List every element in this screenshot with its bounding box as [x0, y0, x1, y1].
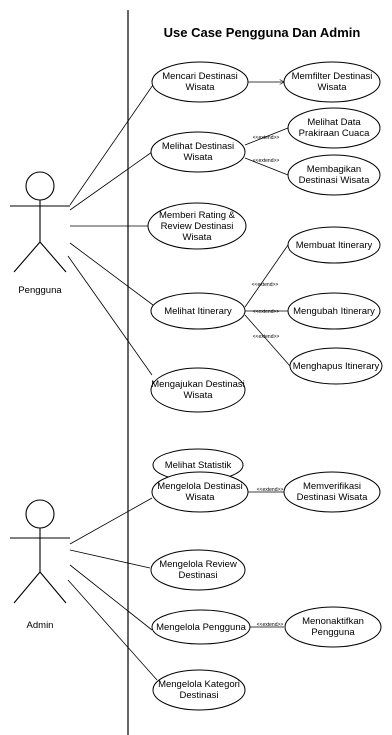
- rel-extend-prakiraan: [244, 127, 289, 146]
- uc-melihat-destinasi[interactable]: [150, 131, 246, 173]
- uc-melihat-statistik-label: Melihat Statistik: [165, 460, 232, 471]
- actor-pengguna: Pengguna: [10, 171, 70, 296]
- uc-melihat-itinerary-label: Melihat Itinerary: [164, 306, 232, 317]
- pengguna-associations: [67, 81, 156, 376]
- uc-mengelola-review[interactable]: [150, 549, 246, 591]
- actor-admin: Admin: [10, 499, 70, 631]
- extend-label-menonaktifkan: <<extend>>: [257, 622, 284, 628]
- assoc-pengguna-mengajukan: [67, 255, 153, 376]
- assoc-pengguna-melihat-destinasi: [69, 151, 153, 211]
- uc-membuat-itinerary-label: Membuat Itinerary: [296, 240, 373, 251]
- uc-melihat-itinerary[interactable]: [150, 292, 246, 330]
- uc-mengubah-itinerary[interactable]: [287, 292, 381, 330]
- extend-label-memverifikasi: <<extend>>: [257, 487, 284, 493]
- assoc-pengguna-itinerary: [69, 242, 154, 306]
- extend-label-mengubah: <<extend>>: [253, 309, 280, 315]
- uc-membuat-itinerary[interactable]: [287, 226, 381, 264]
- actor-admin-label: Admin: [27, 620, 54, 631]
- assoc-admin-kategori: [67, 579, 158, 681]
- uc-memberi-rating[interactable]: [147, 202, 247, 250]
- uc-menonaktifkan-pengguna[interactable]: [284, 606, 382, 648]
- extend-label-membagikan: <<extend>>: [253, 158, 280, 164]
- uc-melihat-prakiraan[interactable]: [287, 107, 381, 149]
- uc-memverifikasi-destinasi[interactable]: [283, 471, 381, 513]
- uc-mengelola-pengguna[interactable]: [151, 609, 251, 645]
- uc-memfilter-destinasi[interactable]: [283, 61, 381, 103]
- uc-mengubah-itinerary-label: Mengubah Itinerary: [293, 306, 375, 317]
- rel-extend-menghapus: [244, 314, 291, 367]
- extend-label-prakiraan: <<extend>>: [253, 135, 280, 141]
- assoc-pengguna-mencari: [69, 81, 156, 206]
- actor-pengguna-label: Pengguna: [18, 285, 62, 296]
- admin-associations: [67, 497, 158, 681]
- uc-menghapus-itinerary[interactable]: [289, 347, 383, 385]
- extend-label-membuat: <<extend>>: [252, 282, 279, 288]
- assoc-admin-pengguna: [69, 564, 153, 631]
- uc-mencari-destinasi[interactable]: [151, 61, 249, 103]
- uc-menghapus-itinerary-label: Menghapus Itinerary: [293, 361, 380, 372]
- uc-mengelola-destinasi[interactable]: [151, 471, 249, 513]
- rel-extend-membuat: [244, 244, 289, 308]
- diagram-title: Use Case Pengguna Dan Admin: [164, 25, 361, 40]
- rel-extend-membagikan: [244, 157, 289, 176]
- uc-mengelola-pengguna-label: Mengelola Pengguna: [156, 622, 247, 633]
- assoc-admin-destinasi: [69, 497, 153, 545]
- uc-mengajukan-destinasi[interactable]: [150, 367, 246, 413]
- uc-membagikan-destinasi[interactable]: [287, 154, 381, 196]
- uc-mengelola-kategori[interactable]: [152, 669, 246, 711]
- extend-label-menghapus: <<extend>>: [253, 334, 280, 340]
- assoc-admin-review: [69, 549, 151, 569]
